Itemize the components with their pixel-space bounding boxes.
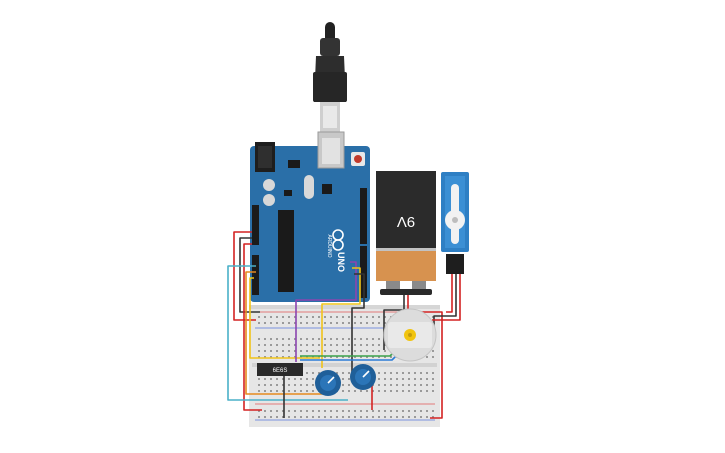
servo-motor[interactable]	[441, 172, 469, 274]
dc-motor[interactable]	[383, 308, 437, 362]
wire-black	[351, 273, 365, 382]
wire-red	[432, 274, 461, 321]
wire-yellow	[321, 267, 361, 368]
arduino-uno[interactable]: ARDUINO UNO	[250, 131, 370, 302]
potentiometer[interactable]	[350, 364, 376, 390]
wire-black	[433, 274, 457, 330]
wire-yellow	[249, 277, 320, 359]
wire-cyan	[227, 265, 348, 401]
board-model: UNO	[336, 252, 346, 272]
wire-red	[243, 243, 262, 411]
wire-red	[407, 295, 443, 419]
usb-cable[interactable]	[313, 22, 347, 132]
battery-9v[interactable]: 9V	[376, 171, 436, 295]
battery-label: 9V	[397, 213, 415, 230]
wires	[227, 231, 461, 419]
mcu-chip	[278, 210, 294, 292]
ic-chip[interactable]: 6E6S	[257, 363, 303, 376]
wire-red	[233, 231, 256, 321]
ic-label: 6E6S	[273, 368, 288, 374]
arduino-logo	[332, 229, 344, 251]
wire-purple	[295, 261, 357, 362]
potentiometer[interactable]	[315, 370, 341, 396]
wire-red	[446, 274, 453, 313]
board-brand: ARDUINO	[326, 234, 332, 257]
